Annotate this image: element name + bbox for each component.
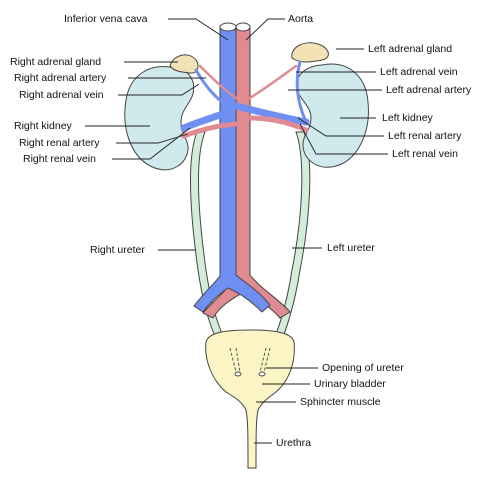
left-adrenal-artery-vessel	[248, 64, 298, 100]
label-sphincter-muscle: Sphincter muscle	[300, 396, 381, 408]
label-left-renal-artery: Left renal artery	[388, 130, 462, 142]
right-adrenal-artery-vessel	[198, 64, 238, 100]
leader-left-renal-vein	[299, 123, 388, 155]
label-left-adrenal-vein: Left adrenal vein	[380, 66, 458, 78]
right-adrenal-vein-vessel	[194, 68, 224, 104]
left-kidney	[296, 63, 369, 168]
label-left-renal-vein: Left renal vein	[392, 148, 458, 160]
left-adrenal-gland	[291, 42, 329, 63]
label-right-renal-artery: Right renal artery	[19, 137, 100, 149]
leader-inferior-vena-cava	[168, 18, 229, 41]
aorta	[202, 25, 291, 319]
inferior-vena-cava	[193, 25, 271, 313]
label-urinary-bladder: Urinary bladder	[314, 378, 386, 390]
leader-aorta	[245, 18, 285, 41]
leader-left-renal-artery	[297, 117, 384, 137]
right-adrenal-gland	[169, 54, 199, 74]
label-left-adrenal-gland: Left adrenal gland	[368, 43, 453, 55]
label-urethra: Urethra	[276, 437, 312, 449]
left-ureter	[265, 131, 311, 363]
leader-right-adrenal-vein	[118, 83, 200, 96]
aorta-opening	[235, 22, 251, 32]
left-renal-artery-vessel	[247, 115, 309, 133]
label-left-ureter: Left ureter	[327, 242, 375, 254]
right-ureter-opening	[234, 371, 242, 377]
label-right-adrenal-gland: Right adrenal gland	[10, 56, 102, 68]
vena-cava-opening	[219, 22, 237, 32]
label-right-adrenal-artery: Right adrenal artery	[14, 72, 107, 84]
right-ureter-intramural	[229, 347, 241, 373]
label-aorta: Aorta	[288, 13, 314, 25]
right-renal-artery-vessel	[181, 121, 239, 139]
right-kidney	[124, 66, 195, 171]
left-renal-vein-vessel	[232, 102, 310, 126]
label-opening-of-ureter: Opening of ureter	[322, 362, 404, 374]
left-ureter-intramural	[259, 347, 271, 373]
label-right-renal-vein: Right renal vein	[23, 153, 96, 165]
label-right-adrenal-vein: Right adrenal vein	[19, 89, 104, 101]
right-renal-vein-vessel	[180, 108, 232, 132]
leader-right-renal-vein	[112, 127, 191, 160]
left-ureter-opening	[258, 371, 266, 377]
label-inferior-vena-cava: Inferior vena cava	[64, 13, 148, 25]
urinary-bladder	[205, 329, 295, 469]
label-left-adrenal-artery: Left adrenal artery	[386, 84, 472, 96]
label-right-ureter: Right ureter	[90, 244, 145, 256]
label-left-kidney: Left kidney	[382, 112, 433, 124]
left-adrenal-vein-vessel	[295, 60, 308, 124]
label-right-kidney: Right kidney	[14, 120, 72, 132]
